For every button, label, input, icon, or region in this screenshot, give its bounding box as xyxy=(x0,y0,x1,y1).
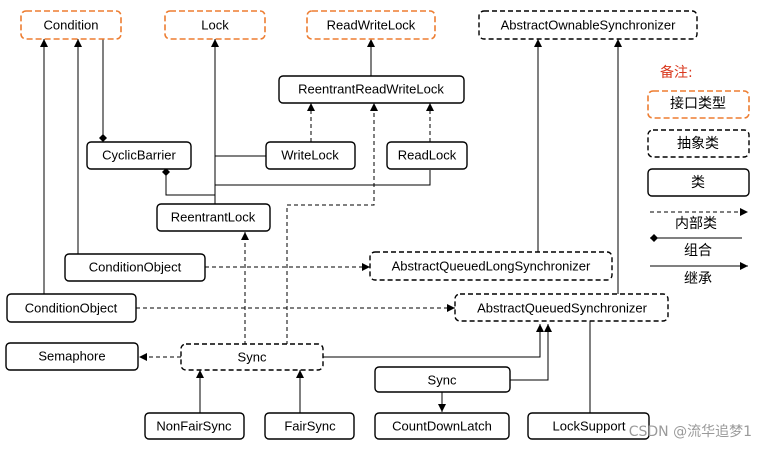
svg-text:CountDownLatch: CountDownLatch xyxy=(392,419,492,434)
svg-text:接口类型: 接口类型 xyxy=(670,95,726,112)
svg-text:Sync: Sync xyxy=(428,373,457,388)
node-writelock: WriteLock xyxy=(265,141,356,170)
edge-sync2-aqs xyxy=(510,324,552,381)
svg-text:Semaphore: Semaphore xyxy=(38,349,105,364)
node-fairsync: FairSync xyxy=(264,412,355,440)
node-aqs: AbstractQueuedSynchronizer xyxy=(454,293,669,322)
legend: 备注: 接口类型 抽象类 类 内部类 组合 继承 xyxy=(647,64,750,287)
legend-title: 备注: xyxy=(660,64,693,81)
edge-reentrantlock-cyclicbarrier xyxy=(162,168,215,196)
node-reentrantlock: ReentrantLock xyxy=(156,203,271,232)
legend-composition-label: 组合 xyxy=(684,243,712,259)
node-cyclicbarrier: CyclicBarrier xyxy=(86,141,192,170)
node-abstractownablesynchronizer: AbstractOwnableSynchronizer xyxy=(478,10,698,40)
edge-rrwl-inner-sync xyxy=(286,103,378,345)
svg-text:LockSupport: LockSupport xyxy=(553,419,626,434)
node-nonfairsync: NonFairSync xyxy=(144,412,245,440)
legend-abstract: 抽象类 xyxy=(647,129,750,158)
legend-inner-label: 内部类 xyxy=(675,216,717,232)
node-countdownlatch: CountDownLatch xyxy=(374,412,510,440)
legend-interface: 接口类型 xyxy=(647,90,750,119)
node-conditionobject-2: ConditionObject xyxy=(6,293,137,323)
node-sync-2: Sync xyxy=(374,366,511,393)
node-sync-1: Sync xyxy=(180,343,324,371)
svg-text:Lock: Lock xyxy=(201,18,229,33)
edge-readlock-lock xyxy=(215,170,431,186)
node-semaphore: Semaphore xyxy=(5,342,139,371)
svg-text:ReadWriteLock: ReadWriteLock xyxy=(327,18,416,33)
connectors xyxy=(40,39,622,413)
node-readwritelock: ReadWriteLock xyxy=(306,10,436,40)
edge-sync1-aqs xyxy=(323,324,544,358)
svg-text:Condition: Condition xyxy=(44,18,99,33)
svg-text:Sync: Sync xyxy=(238,350,267,365)
svg-text:WriteLock: WriteLock xyxy=(281,148,339,163)
node-conditionobject-1: ConditionObject xyxy=(64,253,206,282)
node-readlock: ReadLock xyxy=(386,141,468,170)
svg-text:CyclicBarrier: CyclicBarrier xyxy=(102,148,176,163)
svg-text:类: 类 xyxy=(691,175,705,191)
legend-inheritance-label: 继承 xyxy=(684,271,712,287)
svg-text:ConditionObject: ConditionObject xyxy=(89,260,182,275)
node-reentrantreadwritelock: ReentrantReadWriteLock xyxy=(278,75,465,104)
svg-text:NonFairSync: NonFairSync xyxy=(156,419,232,434)
node-lock: Lock xyxy=(164,10,266,40)
legend-class: 类 xyxy=(647,168,750,197)
node-locksupport: LockSupport xyxy=(527,412,650,440)
dashed-edges xyxy=(136,103,455,361)
svg-text:ReadLock: ReadLock xyxy=(398,148,457,163)
node-aqls: AbstractQueuedLongSynchronizer xyxy=(369,251,613,281)
svg-text:ReentrantLock: ReentrantLock xyxy=(171,210,256,225)
svg-text:ReentrantReadWriteLock: ReentrantReadWriteLock xyxy=(298,82,444,97)
svg-text:AbstractQueuedLongSynchronizer: AbstractQueuedLongSynchronizer xyxy=(392,259,591,274)
watermark: CSDN @流华追梦1 xyxy=(629,424,752,440)
svg-text:FairSync: FairSync xyxy=(284,419,336,434)
svg-text:抽象类: 抽象类 xyxy=(677,136,719,152)
node-condition: Condition xyxy=(20,10,122,40)
svg-text:AbstractOwnableSynchronizer: AbstractOwnableSynchronizer xyxy=(501,18,677,33)
svg-text:ConditionObject: ConditionObject xyxy=(25,301,118,316)
svg-text:AbstractQueuedSynchronizer: AbstractQueuedSynchronizer xyxy=(477,301,647,316)
